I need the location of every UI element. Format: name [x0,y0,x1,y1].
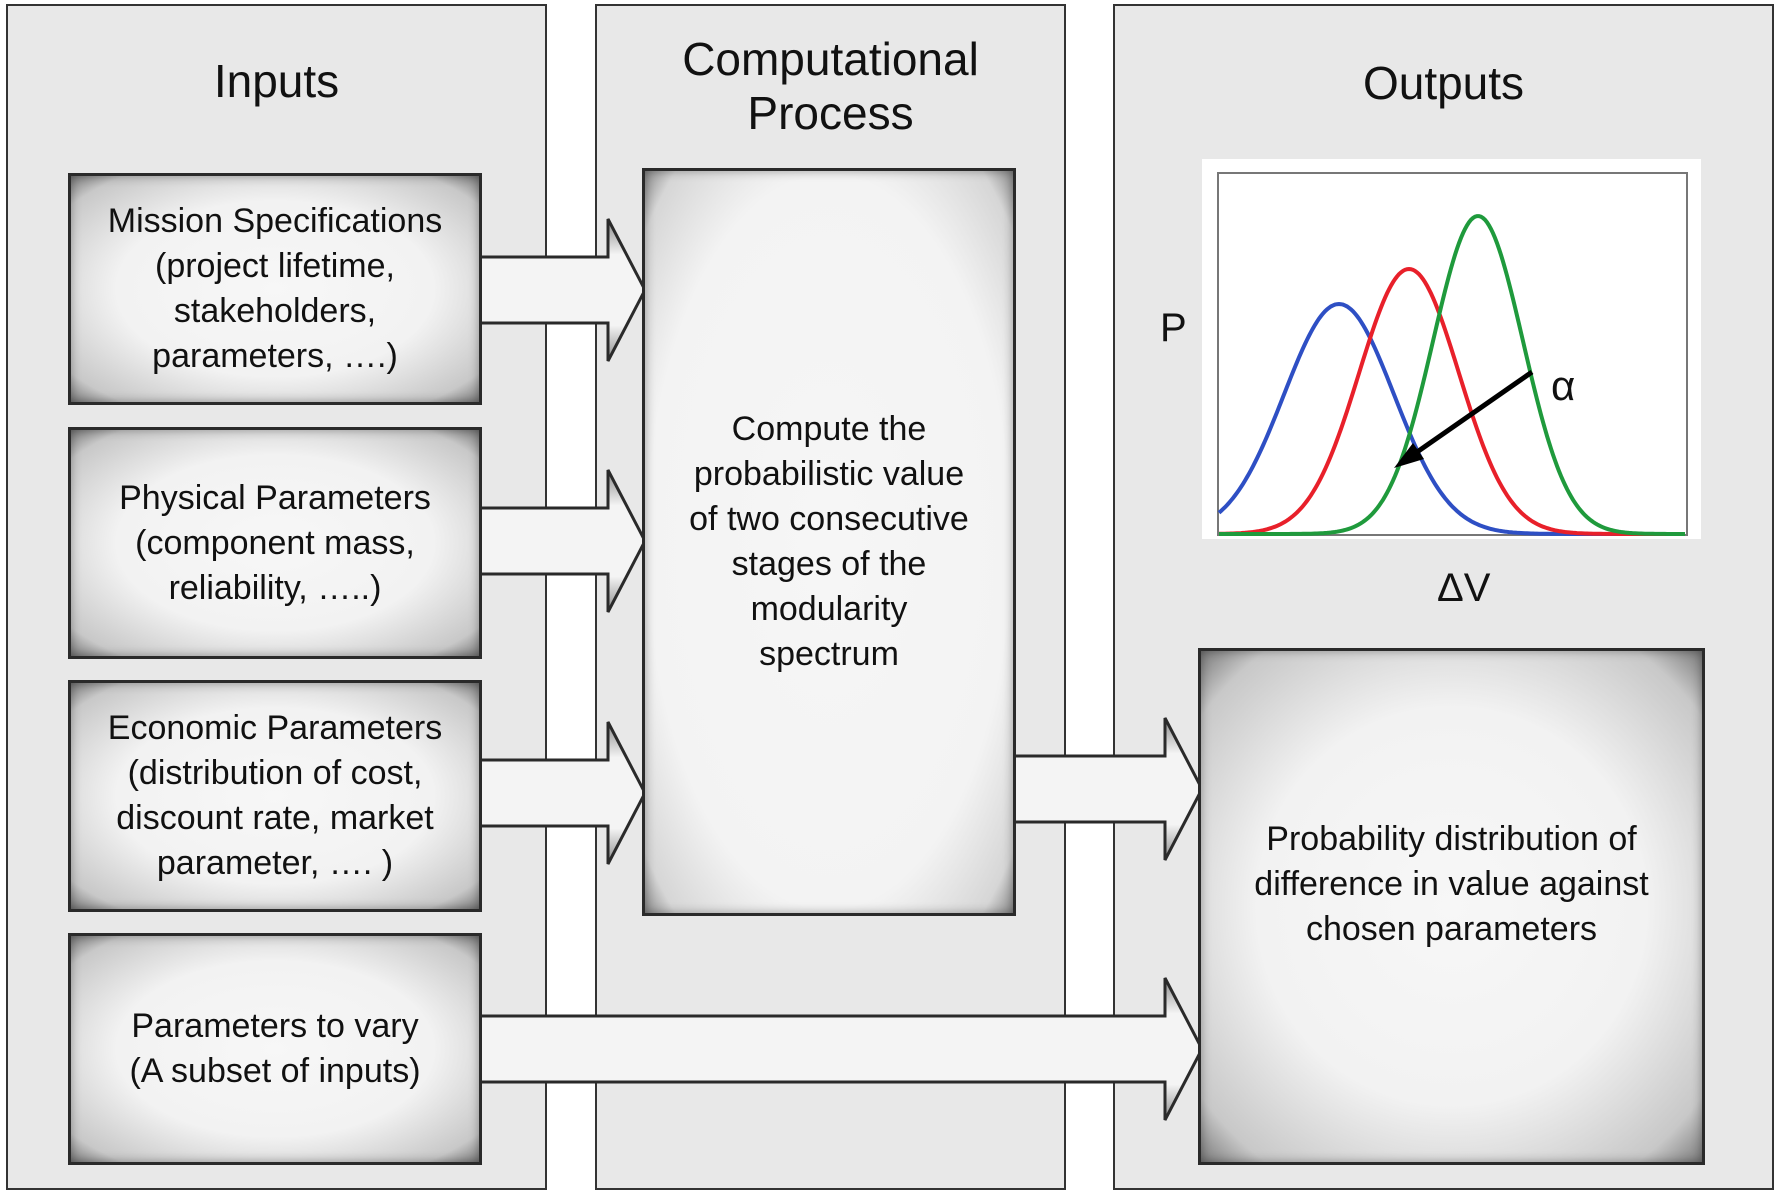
input-box-mission-specifications: Mission Specifications (project lifetime… [68,173,482,405]
input-box-economic-parameters: Economic Parameters (distribution of cos… [68,680,482,912]
input-box-physical-parameters: Physical Parameters (component mass, rel… [68,427,482,659]
process-box: Compute the probabilistic value of two c… [642,168,1016,916]
process-title: Computational Process [682,33,979,139]
graph-alpha-label: α [1551,362,1576,409]
alpha-arrow [1405,369,1534,462]
alpha-arrow-head [1394,443,1424,468]
output-box: Probability distribution of difference i… [1198,648,1705,1165]
input-box-parameters-to-vary: Parameters to vary (A subset of inputs) [68,933,482,1165]
graph-x-label: ΔV [1437,566,1491,610]
distribution-curve-2 [1219,266,1685,536]
arrow-mission-to-process [478,218,647,362]
outputs-title: Outputs [1362,57,1525,109]
distribution-graph-svg [1217,172,1688,536]
arrow-economic-to-process [478,721,647,865]
arrow-physical-to-process [478,469,647,613]
arrow-vary-to-output [478,977,1204,1121]
graph-y-label: P [1160,306,1187,350]
inputs-title: Inputs [213,55,340,107]
distribution-curve-3 [1219,214,1685,536]
distribution-graph [1202,159,1701,539]
arrow-process-to-output [1010,717,1204,861]
